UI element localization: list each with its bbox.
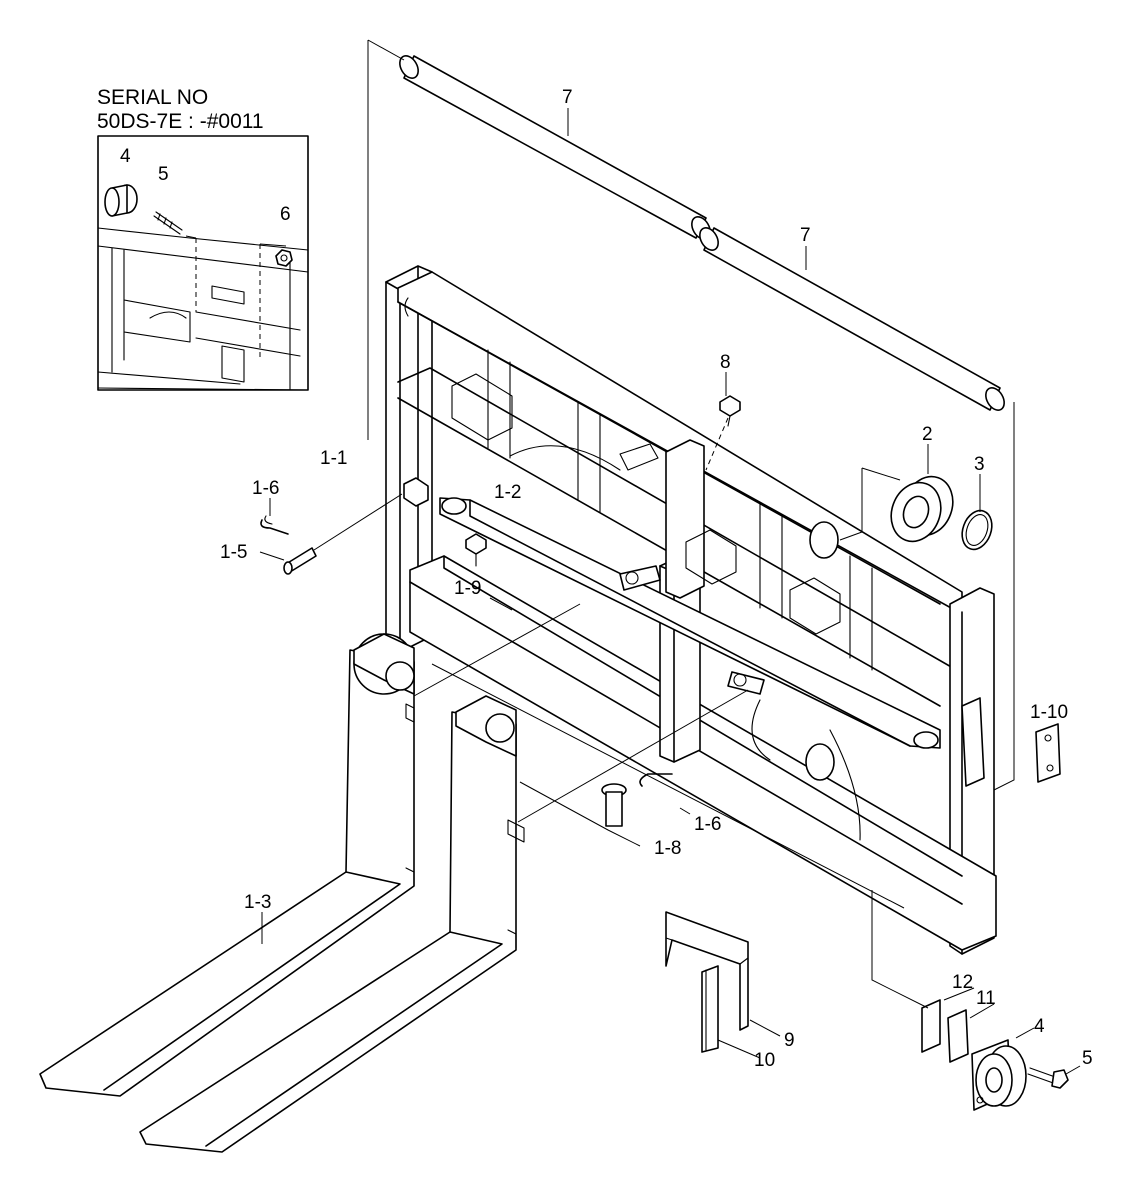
- bracket-9: [665, 911, 749, 1031]
- callout-1-6-lower: 1-6: [694, 814, 721, 835]
- callout-2: 2: [922, 424, 933, 445]
- callout-1-3: 1-3: [244, 892, 271, 913]
- guard-rod-upper: [399, 55, 711, 240]
- cylinder-rods: [619, 565, 765, 695]
- side-shift-shaft: [439, 497, 941, 749]
- bolt-5: [1027, 1067, 1069, 1089]
- clip-1-6-lower: [639, 773, 673, 787]
- callout-5: 5: [1082, 1048, 1093, 1069]
- callout-7-lower: 7: [800, 225, 811, 246]
- snap-ring-3: [961, 509, 993, 551]
- plate-1-10: [1035, 723, 1061, 783]
- serial-no-label: SERIAL NO: [97, 86, 208, 109]
- callout-3: 3: [974, 454, 985, 475]
- inset-callout-6: 6: [280, 204, 291, 225]
- pin-1-5: [283, 547, 317, 575]
- bearing-2: [890, 475, 954, 543]
- callout-12: 12: [952, 972, 973, 993]
- fork-right: [139, 695, 525, 1153]
- inset-panel: [97, 135, 309, 391]
- callout-1-5: 1-5: [220, 542, 247, 563]
- bolt-1-9: [465, 533, 487, 567]
- callout-4: 4: [1034, 1016, 1045, 1037]
- roller-4: [971, 1039, 1027, 1111]
- callout-1-9: 1-9: [454, 578, 481, 599]
- callout-1-6-upper: 1-6: [252, 478, 279, 499]
- callout-8: 8: [720, 352, 731, 373]
- serial-range-label: 50DS-7E : -#0011: [97, 110, 264, 133]
- inset-callout-4: 4: [120, 146, 131, 167]
- guard-rod-lower: [699, 227, 1005, 411]
- carriage-frame: [385, 265, 997, 955]
- callout-1-8: 1-8: [654, 838, 681, 859]
- callout-7-upper: 7: [562, 87, 573, 108]
- callout-9: 9: [784, 1030, 795, 1051]
- shim-12: [921, 999, 941, 1053]
- callout-1-2: 1-2: [494, 482, 521, 503]
- bracket-10: [701, 965, 719, 1053]
- fork-left: [39, 633, 415, 1097]
- bolt-8: [719, 395, 741, 427]
- shim-11: [947, 1009, 969, 1063]
- callout-1-10: 1-10: [1030, 702, 1068, 723]
- pin-1-8: [601, 783, 627, 827]
- inset-callout-5: 5: [158, 164, 169, 185]
- clip-1-6-upper: [260, 515, 289, 535]
- callout-10: 10: [754, 1050, 775, 1071]
- callout-1-1: 1-1: [320, 448, 347, 469]
- callout-11: 11: [976, 988, 996, 1009]
